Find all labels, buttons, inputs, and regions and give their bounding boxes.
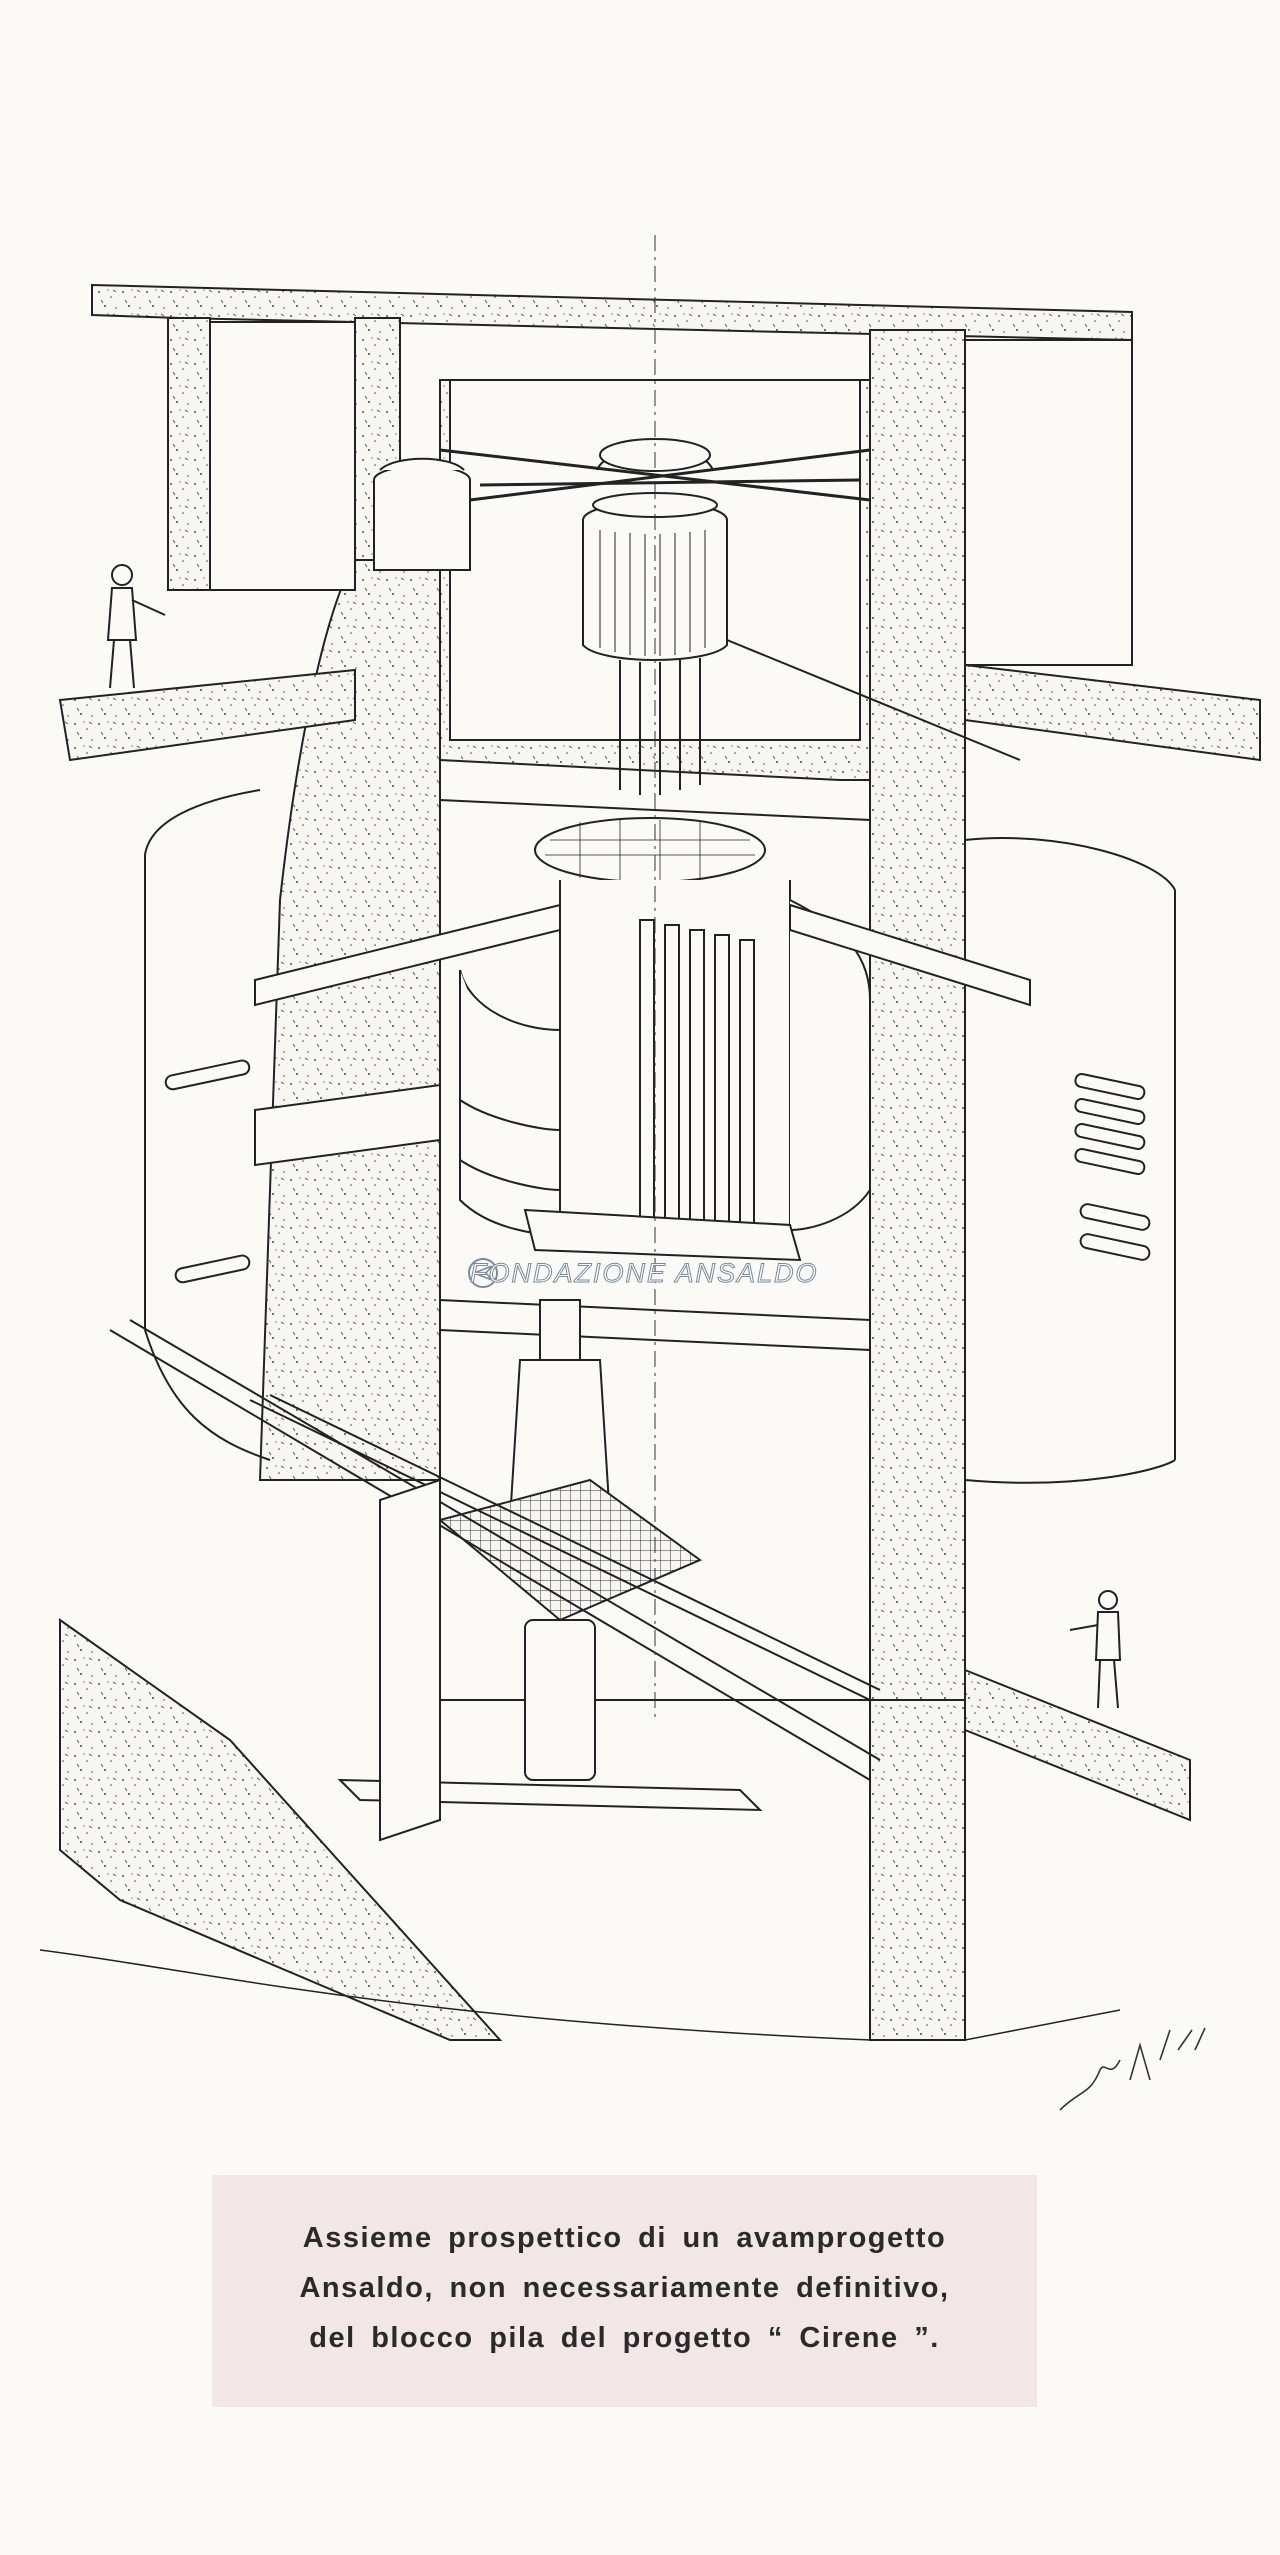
control-rod-lines xyxy=(619,639,1021,795)
worker-figure-right xyxy=(1069,1590,1122,1709)
ground-line xyxy=(39,1949,1121,2041)
side-tank-left xyxy=(373,457,471,571)
caption-line-1: Assieme prospettico di un avamprogetto xyxy=(302,2222,947,2254)
side-pipes xyxy=(164,1059,1151,1284)
cylinder-shell xyxy=(144,789,1176,1484)
support-beams xyxy=(254,903,1031,1167)
carriage-grating xyxy=(437,1478,703,1622)
caption-line-3: del blocco pila del progetto “ Cirene ”. xyxy=(309,2322,940,2354)
caption-box: Assieme prospettico di un avamprogetto A… xyxy=(212,2175,1037,2407)
rail-tracks xyxy=(109,1319,881,1842)
reactor-core xyxy=(459,817,871,1262)
ansaldo-logo-icon xyxy=(468,1258,498,1288)
caption-line-2: Ansaldo, non necessariamente definitivo, xyxy=(299,2272,950,2304)
artist-signature xyxy=(1059,2027,1206,2111)
watermark-text: FONDAZIONE ANSALDO xyxy=(470,1258,819,1289)
worker-figure-left xyxy=(106,564,166,689)
